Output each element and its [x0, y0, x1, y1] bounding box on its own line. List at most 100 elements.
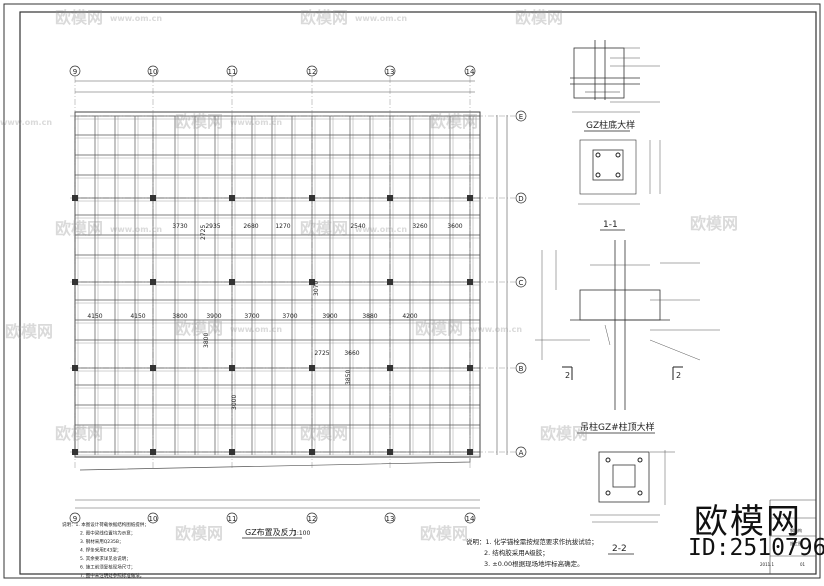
note-line: 说明：1. 本图设计荷载依据结构图纸提供；: [62, 521, 149, 528]
plan-columns: [72, 195, 473, 455]
notes-left: 说明：1. 本图设计荷载依据结构图纸提供； 2. 图中梁线位置均为示意；3. 钢材…: [62, 521, 149, 579]
detail-column-top: 吊柱GZ#柱顶大样 2-2: [577, 421, 675, 555]
plan-title: GZ布置及反力: [245, 527, 297, 537]
dimension-label: 1270: [275, 223, 290, 230]
column-marker: [387, 279, 393, 285]
dimension-label: 3700: [282, 313, 297, 320]
axis-label-bottom: 10: [149, 515, 158, 523]
axis-label-top: 14: [466, 68, 475, 76]
dimension-label: 3800: [172, 313, 187, 320]
column-marker: [387, 449, 393, 455]
column-marker: [309, 449, 315, 455]
notes-bottom: 说明：1. 化学锚栓需按规范要求作抗拔试验；2. 结构胶采用A级胶；3. ±0.…: [466, 537, 598, 568]
dimension-label: 2540: [350, 223, 365, 230]
axis-label-right: A: [519, 449, 524, 457]
column-marker: [229, 279, 235, 285]
vertical-dimension-label: 3000: [231, 395, 238, 410]
column-marker: [150, 365, 156, 371]
watermark-id: ID:2510796: [688, 535, 824, 561]
note-line: 5. 其余要求详见总说明；: [80, 555, 131, 562]
column-marker: [229, 365, 235, 371]
sheet-frame: [3, 3, 821, 579]
detail-section-2: 2 2: [535, 240, 720, 410]
title-block-a: 钢结构: [790, 527, 802, 533]
axis-label-top: 13: [386, 68, 395, 76]
vertical-dimensions: 2725 3800 3070 3850 3000: [200, 225, 352, 410]
axis-label-bottom: 12: [308, 515, 317, 523]
dimension-label: 3900: [322, 313, 337, 320]
axis-label-right: B: [519, 365, 524, 373]
section-2-label: 2-2: [612, 544, 627, 554]
note-line: 6. 施工前须复核现场尺寸；: [80, 564, 135, 571]
dimension-label: 2935: [205, 223, 220, 230]
column-marker: [467, 279, 473, 285]
column-marker: [72, 449, 78, 455]
inner-frame: [19, 11, 817, 575]
dimension-label: 3900: [206, 313, 221, 320]
column-marker: [229, 195, 235, 201]
svg-text:2: 2: [676, 371, 681, 380]
dimension-label: 2725: [314, 350, 329, 357]
title-block-date: 2011.1: [760, 562, 774, 567]
vertical-dimension-label: 3850: [345, 370, 352, 385]
vertical-dimension-label: 2725: [200, 225, 207, 240]
axis-label-top: 9: [73, 68, 77, 76]
axis-label-right: E: [519, 113, 523, 121]
dimension-label: 3730: [172, 223, 187, 230]
dimension-label: 4200: [402, 313, 417, 320]
watermark-brand-large: 欧模网: [694, 502, 802, 542]
column-marker: [72, 365, 78, 371]
section-1-label: 1-1: [603, 220, 618, 230]
dimension-label: 3260: [412, 223, 427, 230]
dimension-label: 3660: [344, 350, 359, 357]
dimension-label: 3880: [362, 313, 377, 320]
dimension-label: 4150: [130, 313, 145, 320]
column-marker: [229, 449, 235, 455]
column-marker: [309, 365, 315, 371]
axis-label-top: 12: [308, 68, 317, 76]
axis-label-bottom: 11: [228, 515, 237, 523]
title-block-number: 01: [800, 562, 806, 567]
column-marker: [309, 195, 315, 201]
column-marker: [467, 365, 473, 371]
note-line: 2. 结构胶采用A级胶；: [484, 548, 549, 557]
detail-gz-base: GZ柱底大样 1-1: [570, 40, 661, 231]
title-block-b: 施工图: [790, 540, 802, 546]
detail-bottom-title: 吊柱GZ#柱顶大样: [580, 421, 655, 433]
column-marker: [467, 195, 473, 201]
column-marker: [150, 279, 156, 285]
note-line: 7. 图中未注明处参照标准做法。: [80, 572, 144, 579]
note-line: 3. 钢材采用Q235B；: [80, 538, 123, 545]
note-line: 2. 图中梁线位置均为示意；: [80, 530, 135, 537]
column-marker: [309, 279, 315, 285]
column-marker: [72, 279, 78, 285]
column-marker: [387, 195, 393, 201]
plan-scale: 1:100: [293, 530, 310, 537]
dimension-row-3: 2725 3660: [314, 350, 359, 357]
dimension-label: 3600: [447, 223, 462, 230]
svg-text:2: 2: [565, 371, 570, 380]
axis-label-top: 10: [149, 68, 158, 76]
dimension-label: 3700: [244, 313, 259, 320]
dimension-label: 2680: [243, 223, 258, 230]
column-marker: [150, 195, 156, 201]
column-marker: [467, 449, 473, 455]
note-line: 说明：1. 化学锚栓需按规范要求作抗拔试验；: [466, 537, 598, 546]
column-marker: [387, 365, 393, 371]
axis-label-bottom: 14: [466, 515, 475, 523]
title-block: 钢结构 施工图 2011.1 01: [760, 499, 816, 574]
column-marker: [72, 195, 78, 201]
plan-grid: [74, 115, 480, 456]
vertical-dimension-label: 3800: [203, 333, 210, 348]
axis-label-right: D: [518, 195, 523, 203]
column-marker: [150, 449, 156, 455]
axis-label-right: C: [519, 279, 524, 287]
vertical-dimension-label: 3070: [313, 281, 320, 296]
note-line: 4. 焊条采用E43型；: [80, 547, 121, 554]
detail-top-title: GZ柱底大样: [586, 119, 635, 131]
dimension-row-1: 3730 2935 2680 1270 2540 3260 3600: [172, 223, 462, 230]
